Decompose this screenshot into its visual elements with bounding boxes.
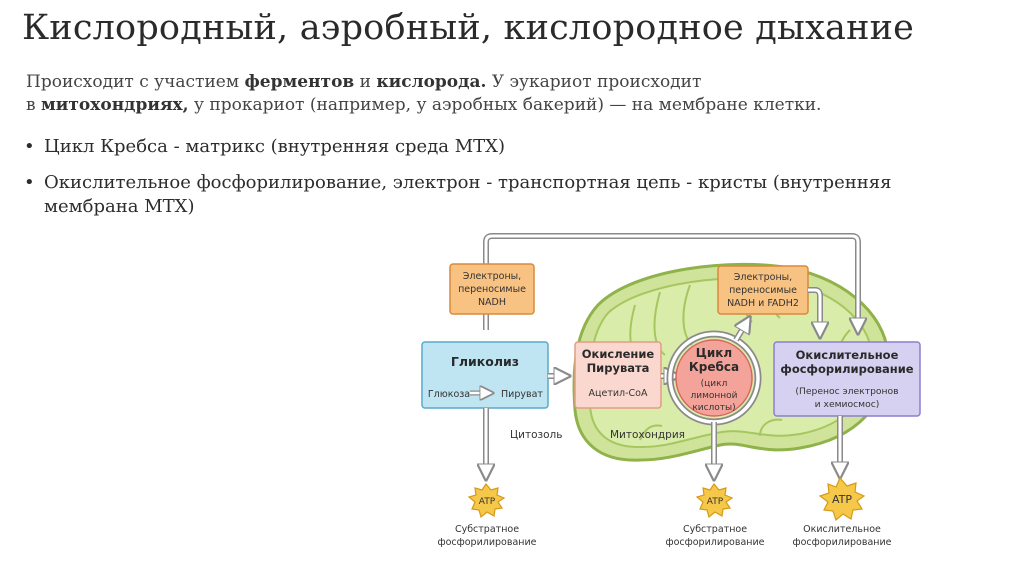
arrow-fadh-to-oxphos-inner: [808, 288, 820, 334]
intro-text: У эукариот происходит: [486, 72, 702, 92]
atp-caption-1b: фосфорилирование: [437, 537, 536, 548]
bullet-item: • Цикл Кребса - матрикс (внутренняя среда…: [24, 135, 984, 159]
krebs-sub2: лимонной: [690, 391, 737, 401]
nadh-fadh2-box-line3: NADH и FADH2: [727, 298, 799, 309]
bullet-list: • Цикл Кребса - матрикс (внутренняя среда…: [24, 135, 984, 231]
atp-label-3: ATP: [832, 493, 852, 506]
oxphos-line2: фосфорилирование: [780, 362, 913, 376]
pyruvate-oxidation-product: Ацетил-CoA: [589, 388, 648, 399]
bullet-item: • Окислительное фосфорилирование, электро…: [24, 171, 984, 219]
intro-bold-mitochondria: митохондриях,: [40, 95, 189, 115]
pyruvate-oxidation-line2: Пирувата: [587, 361, 650, 375]
nadh-box: Электроны, переносимые NADH: [449, 263, 535, 315]
intro-text: в: [26, 95, 41, 115]
atp-caption-1a: Субстратное: [455, 524, 519, 535]
arrow-krebs-to-fadh-inner: [736, 320, 748, 341]
glycolysis-from: Глюкоза: [428, 389, 470, 400]
bullet-dot: •: [24, 172, 35, 193]
intro-paragraph: Происходит с участием ферментов и кислор…: [26, 71, 1006, 117]
krebs-cycle: Цикл Кребса (цикл лимонной кислоты): [666, 330, 762, 426]
connector-top-inner: [484, 234, 858, 330]
intro-text: и: [354, 72, 377, 92]
nadh-fadh2-box: Электроны, переносимые NADH и FADH2: [717, 265, 809, 315]
krebs-sub1: (цикл: [701, 379, 728, 389]
bullet-text: Цикл Кребса - матрикс (внутренняя среда …: [44, 136, 506, 157]
atp-caption-3b: фосфорилирование: [792, 537, 891, 548]
atp-starburst-3: ATP Окислительное фосфорилирование: [792, 476, 892, 548]
bullet-text: Окислительное фосфорилирование, электрон…: [44, 172, 892, 217]
atp-label-2: ATP: [707, 497, 724, 507]
nadh-fadh2-box-line1: Электроны,: [734, 272, 792, 283]
atp-caption-2b: фосфорилирование: [665, 537, 764, 548]
slide-title: Кислородный, аэробный, кислородное дыхан…: [22, 8, 915, 48]
oxphos-box: Окислительное фосфорилирование (Перенос …: [773, 341, 921, 417]
atp-starburst-1: ATP Субстратное фосфорилирование: [437, 482, 537, 548]
intro-text: у прокариот (например, у аэробных бакери…: [188, 95, 822, 115]
krebs-line1: Цикл: [696, 346, 732, 360]
krebs-line2: Кребса: [689, 360, 739, 374]
intro-bold-enzymes: ферментов: [244, 72, 355, 92]
nadh-box-line1: Электроны,: [463, 271, 521, 282]
pyruvate-oxidation-line1: Окисление: [582, 347, 655, 361]
glycolysis-to: Пируват: [501, 389, 543, 400]
nadh-box-line2: переносимые: [458, 284, 526, 295]
atp-starburst-2: ATP Субстратное фосфорилирование: [665, 482, 765, 548]
cytosol-label: Цитозоль: [510, 429, 562, 441]
oxphos-sub2: и хемиосмос): [815, 399, 880, 410]
krebs-sub3: кислоты): [692, 403, 735, 413]
glycolysis-box: Гликолиз Глюкоза Пируват: [421, 341, 549, 409]
nadh-fadh2-box-line2: переносимые: [729, 285, 797, 296]
intro-text: Происходит с участием: [26, 72, 245, 92]
oxphos-line1: Окислительное: [796, 348, 899, 362]
nadh-box-line3: NADH: [478, 297, 506, 308]
bullet-dot: •: [24, 136, 35, 157]
atp-label-1: ATP: [479, 497, 496, 507]
atp-caption-3a: Окислительное: [803, 524, 881, 535]
intro-bold-oxygen: кислорода.: [376, 72, 487, 92]
oxphos-sub1: (Перенос электронов: [795, 386, 898, 397]
mitochondrion-label: Митохондрия: [610, 429, 685, 441]
pyruvate-oxidation-box: Окисление Пирувата Ацетил-CoA: [574, 341, 662, 409]
glycolysis-title: Гликолиз: [451, 354, 519, 369]
atp-caption-2a: Субстратное: [683, 524, 747, 535]
